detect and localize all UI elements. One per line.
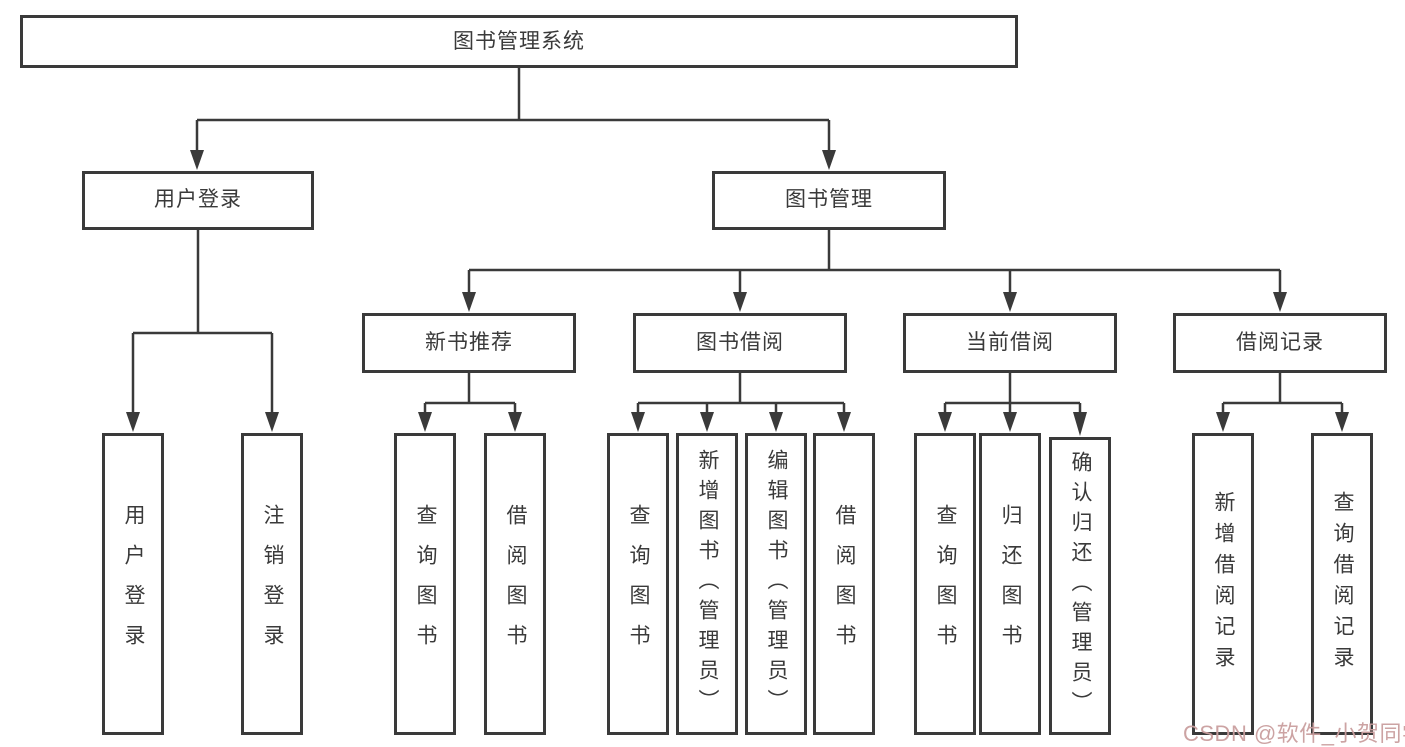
leaf-query-books-recommend: 查询图书 xyxy=(394,433,456,735)
leaf-user-login: 用户登录 xyxy=(102,433,164,735)
leaf-logout: 注销登录 xyxy=(241,433,303,735)
arrowheads xyxy=(126,150,1349,436)
leaf-add-borrow-record: 新增借阅记录 xyxy=(1192,433,1254,735)
node-book-management: 图书管理 xyxy=(712,171,946,230)
leaf-edit-book-admin: 编辑图书（管理员） xyxy=(745,433,807,735)
leaf-return-books: 归还图书 xyxy=(979,433,1041,735)
leaf-query-borrow-record: 查询借阅记录 xyxy=(1311,433,1373,735)
leaf-add-book-admin: 新增图书（管理员） xyxy=(676,433,738,735)
leaf-query-books-current: 查询图书 xyxy=(914,433,976,735)
leaf-borrow-books-recommend: 借阅图书 xyxy=(484,433,546,735)
node-root: 图书管理系统 xyxy=(20,15,1018,68)
watermark: CSDN @软件_小贺同学 xyxy=(1183,721,1405,746)
node-current-borrowing: 当前借阅 xyxy=(903,313,1117,373)
node-new-book-recommendation: 新书推荐 xyxy=(362,313,576,373)
node-user-login: 用户登录 xyxy=(82,171,314,230)
leaf-confirm-return-admin: 确认归还（管理员） xyxy=(1049,437,1111,735)
node-borrowing-records: 借阅记录 xyxy=(1173,313,1387,373)
leaf-borrow-books-borrowing: 借阅图书 xyxy=(813,433,875,735)
node-book-borrowing: 图书借阅 xyxy=(633,313,847,373)
leaf-query-books-borrowing: 查询图书 xyxy=(607,433,669,735)
